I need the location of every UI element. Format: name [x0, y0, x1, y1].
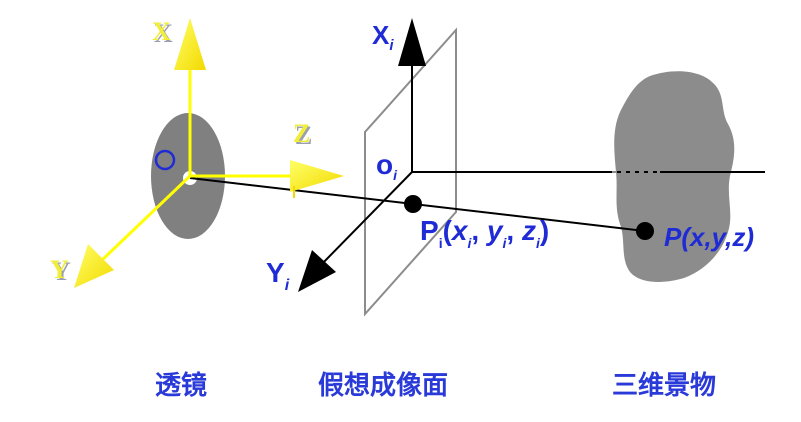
image-plane-shape [364, 27, 457, 317]
image-y-axis-label: Yi [266, 257, 290, 294]
world-point-label: P(x,y,z) [664, 222, 754, 252]
image-y-axis-arrow [298, 250, 336, 292]
svg-text:Z: Z [295, 121, 312, 150]
image-point-marker [404, 195, 422, 213]
image-point-label: Pi(xi, yi, zi) [420, 215, 549, 251]
caption-image-plane: 假想成像面 [318, 371, 448, 401]
image-origin-label: oi [376, 149, 398, 183]
lens-origin-label [154, 149, 176, 171]
svg-text:X: X [154, 19, 173, 48]
image-x-axis-arrow [398, 18, 426, 66]
lens-z-axis-arrow [290, 160, 344, 192]
lens-z-axis-label: Z [293, 119, 310, 148]
world-point-marker [636, 222, 654, 240]
lens-x-axis-arrow [174, 18, 206, 70]
image-y-axis-line [317, 171, 413, 269]
svg-text:Y: Y [52, 257, 71, 286]
caption-lens: 透镜 [155, 370, 207, 401]
lens-y-axis-line [98, 174, 192, 264]
caption-scene: 三维景物 [612, 370, 716, 401]
lens-x-axis-label: X [152, 17, 171, 46]
lens-y-axis-arrow [74, 244, 114, 288]
lens-y-axis-label: Y [50, 255, 69, 284]
image-x-axis-label: Xi [372, 20, 394, 54]
